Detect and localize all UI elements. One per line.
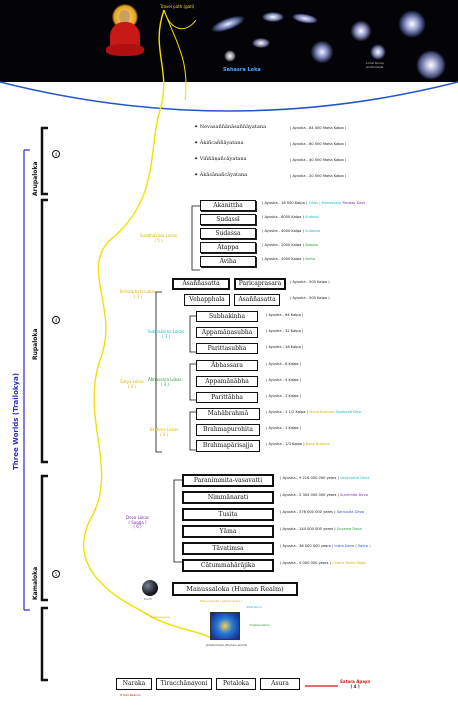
- satya-label: Satya Lokas( 3 ): [120, 379, 145, 389]
- ayusha-label: ( Ayusha - 9 216 000 000 years ) Vasavat…: [280, 476, 370, 480]
- galaxy-image: [310, 40, 334, 64]
- suddhavasa-label: Suddhāvāsa Lokas( 5 ): [140, 233, 178, 243]
- deva-label: Deva Lokas( Sagga )( 6 ): [126, 515, 150, 530]
- realm-box: Parittābha: [196, 392, 258, 403]
- realm-box: Subhakiṇha: [196, 311, 258, 322]
- galaxy-image: [252, 38, 270, 48]
- rupa-count: 4: [52, 316, 60, 324]
- realm-box: Asura: [260, 678, 300, 690]
- ayusha-label: ( Ayusha - 8 Kalpa ): [266, 362, 302, 366]
- realm-box: Asaññasatta: [234, 294, 280, 306]
- subhakinna-label: Subhakiṇṇa Lokas( 3 ): [148, 329, 185, 339]
- ayusha-label: ( Ayusha - 2 Kalpa ): [266, 394, 302, 398]
- human-note: Manussaloka ( Jambudvipa ): [200, 599, 243, 603]
- realm-box: Cātummahārājika: [182, 559, 274, 572]
- realm-box: Yāma: [182, 525, 274, 538]
- realm-box: Naraka: [116, 678, 152, 690]
- realm-box: Tāvatiṃsa: [182, 542, 274, 555]
- realm-box: Vehapphala: [184, 294, 230, 306]
- realm-box: Tiracchānayoni: [156, 678, 212, 690]
- realm-box: Paranimmita-vasavatti: [182, 474, 274, 487]
- brahma-label: Brahma Lokas( 3 ): [150, 427, 179, 437]
- human-note: Uttarakuru: [246, 605, 263, 609]
- ayusha-label: ( Ayusha - 576 000 000 years ) Santusita…: [280, 510, 365, 514]
- realm-box: Atappa: [200, 242, 256, 253]
- arupa-ayusha: ( Ayusha - 84 000 Maha Kalpa ): [290, 126, 347, 130]
- apaya-label: Satara Apaya( 4 ): [340, 679, 371, 689]
- galaxy-image: [262, 12, 284, 22]
- ayusha-label: ( Ayusha - 1 Kalpa ): [266, 426, 302, 430]
- ayusha-label: ( Ayusha - 8000 Kalpa ) Sudassī: [262, 215, 319, 219]
- ayusha-label: ( Ayusha - 500 Kalpa ): [290, 296, 330, 300]
- arupaloka-label: Arupaloka: [32, 161, 39, 196]
- arupa-ayusha: ( Ayusha - 60 000 Maha Kalpa ): [290, 142, 347, 146]
- realm-box: Sudassī: [200, 214, 256, 225]
- ayusha-label: ( Ayusha - 1/3 Kalpa ) Baka Brahma: [266, 442, 330, 446]
- realm-box: Sudassa: [200, 228, 256, 239]
- buddha-figure: [104, 4, 144, 56]
- galaxy-image: [398, 10, 426, 38]
- ayusha-label: ( Ayusha - 36 000 000 years ) Indra Deva…: [280, 544, 371, 548]
- brihatphala-label: Brihatphala Lokas( 3 ): [120, 289, 156, 299]
- realm-box: Tusita: [182, 508, 274, 521]
- realm-box: Paricaprasara: [234, 278, 286, 290]
- ayusha-label: ( Ayusha - 4 Kalpa ): [266, 378, 302, 382]
- ayusha-label: ( Ayusha - 500 Kalpa ): [290, 280, 330, 284]
- realm-box: Petaloka: [216, 678, 256, 690]
- ayusha-label: ( Ayusha - 1000 Kalpa ) Aviha: [262, 257, 315, 261]
- galaxies-label: Sahasra Loka: [223, 67, 261, 73]
- galaxy-image: [370, 44, 386, 60]
- ayusha-label: ( Ayusha - 32 Kalpa ): [266, 329, 304, 333]
- realm-box: Brahmapurohita: [196, 424, 260, 436]
- realm-box: Nimmānarati: [182, 491, 274, 504]
- jambudvipa-map: [210, 612, 240, 640]
- hell-note: 8 Hell Realms: [120, 693, 141, 697]
- arupa-realm: ✦ Ākiñcaññāyatana: [194, 140, 244, 146]
- galaxy-image: [224, 50, 236, 62]
- ayusha-label: ( Ayusha - 9 000 000 years ) Chatur Maha…: [280, 561, 367, 565]
- arupa-ayusha: ( Ayusha - 40 000 Maha Kalpa ): [290, 158, 347, 162]
- ayusha-label: ( Ayusha - 16 000 Kalpa ) Sihas | Mahesv…: [262, 201, 365, 205]
- top-caption: Travel path (gati): [160, 4, 195, 9]
- realm-box: Aviha: [200, 256, 256, 267]
- galaxy-note: Local Group: [366, 61, 384, 65]
- galaxy-note: Andromeda: [366, 65, 384, 69]
- arupa-count: 4: [52, 150, 60, 158]
- realm-box: Appamāṇābha: [196, 376, 258, 387]
- ayusha-label: ( Ayusha - 4000 Kalpa ) Sudassa: [262, 229, 321, 233]
- three-worlds-label: Three Worlds (Trailokya): [12, 372, 20, 470]
- arupa-realm: ✦ Nevasaññānāsaññāyatana: [194, 124, 267, 130]
- cosmos-band: Travel path (gati) Sahasra Loka Local Gr…: [0, 0, 458, 82]
- earth-icon: [142, 580, 158, 596]
- human-note: Pubbavideha: [250, 623, 270, 627]
- galaxy-image: [350, 20, 372, 42]
- human-bottom-note: Jambudvipa (Human world): [206, 643, 248, 647]
- ayusha-label: ( Ayusha - 144 000 000 years ) Suyama De…: [280, 527, 362, 531]
- realm-box: Parittasubha: [196, 343, 258, 354]
- ayusha-label: ( Ayusha - 2 304 000 000 years ) Sunirmi…: [280, 493, 368, 497]
- arupa-ayusha: ( Ayusha - 20 000 Maha Kalpa ): [290, 174, 347, 178]
- human-note: Aparagoyana: [150, 615, 170, 619]
- kama-count: 5: [52, 570, 60, 578]
- rupaloka-label: Rupaloka: [32, 328, 39, 360]
- earth-label: Earth: [144, 597, 153, 601]
- ayusha-label: ( Ayusha - 1 1/2 Kalpa ) Maha Brahma Sar…: [266, 410, 362, 414]
- realm-box: Asaññasatta: [172, 278, 230, 290]
- ayusha-label: ( Ayusha - 64 Kalpa ): [266, 313, 304, 317]
- realm-box: Manussaloka (Human Realm): [172, 582, 298, 596]
- realm-box: Ābhassara: [196, 360, 258, 371]
- arupa-realm: ✦ Viññāṇañcāyatana: [194, 156, 247, 162]
- ayusha-label: ( Ayusha - 2000 Kalpa ) Atappa: [262, 243, 318, 247]
- ayusha-label: ( Ayusha - 16 Kalpa ): [266, 345, 304, 349]
- galaxy-image: [416, 50, 446, 80]
- realm-box: Akaniṭṭha: [200, 200, 256, 211]
- kamaloka-label: Kamaloka: [32, 566, 39, 600]
- realm-box: Brahmapārisajja: [196, 440, 260, 452]
- abhassara-label: Ābhassara Lokas( 3 ): [148, 377, 182, 387]
- realm-box: Appamāṇasubha: [196, 327, 258, 338]
- realm-box: Mahābrahmā: [196, 408, 260, 420]
- arupa-realm: ✦ Ākāsānañcāyatana: [194, 172, 248, 178]
